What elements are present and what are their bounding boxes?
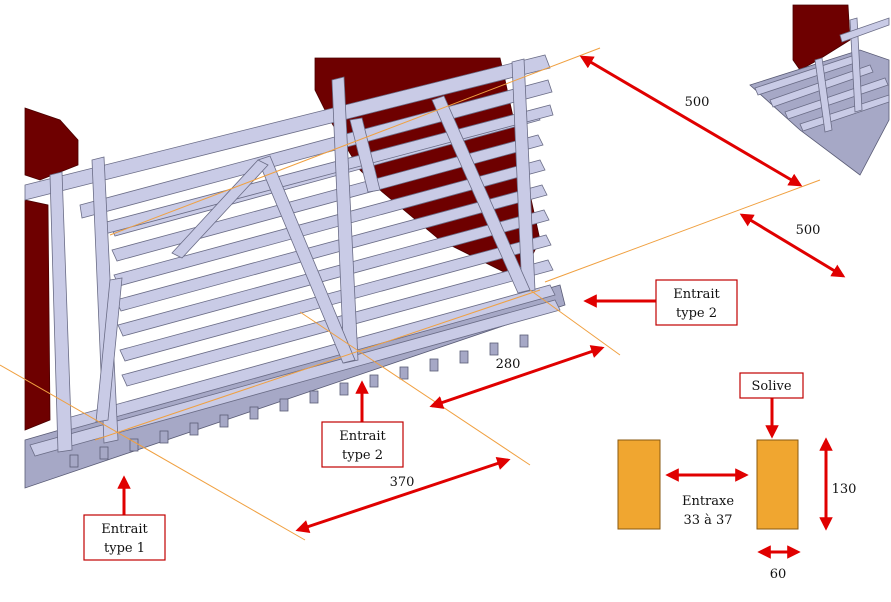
post-3 [331,76,359,364]
brace-5 [95,277,123,423]
dim-label-mid: 280 [496,357,521,372]
label-text: Entrait [339,429,386,444]
label-text: type 1 [104,541,145,556]
dim-arrow-mid [429,345,605,409]
top-beam-1 [24,54,551,201]
dim-label-height: 130 [832,482,857,497]
post-4 [511,58,536,293]
joist-section-right [756,439,799,530]
dimension-arrows [295,55,846,559]
dim-arrow-right [739,213,846,278]
dim-label-right: 500 [796,223,821,238]
label-solive: Solive [739,372,804,399]
frame-3d-thumbnail [749,4,890,176]
label-text: Entrait [101,522,148,537]
label-text: Solive [751,379,791,394]
dim-label-top: 500 [685,95,710,110]
dim-arrow-top [579,55,803,187]
label-entrait-type1: Entrait type 1 [83,514,166,561]
label-entrait-type2-mid: Entrait type 2 [321,421,404,468]
wall-left-lower [24,199,51,431]
brace-2 [171,159,269,259]
frame-3d-model [24,54,566,489]
label-text: Entrait [673,287,720,302]
top-beam-2 [79,79,553,219]
joist-section-left [617,439,661,530]
wall-left [24,107,79,181]
dim-arrow-bottom [295,457,511,533]
guide-lines [0,47,821,541]
dim-label-bottom: 370 [390,475,415,490]
brace-1 [257,155,356,364]
brace-4 [349,117,381,193]
dim-label-width: 60 [770,567,787,582]
label-entrait-type2-right: Entrait type 2 [655,279,738,326]
pointer-arrows [117,294,779,515]
post-1 [49,171,73,453]
label-entraxe-line2: 33 à 37 [683,513,732,528]
label-entraxe-line1: Entraxe [682,494,734,509]
label-text: type 2 [676,306,717,321]
label-text: type 2 [342,448,383,463]
